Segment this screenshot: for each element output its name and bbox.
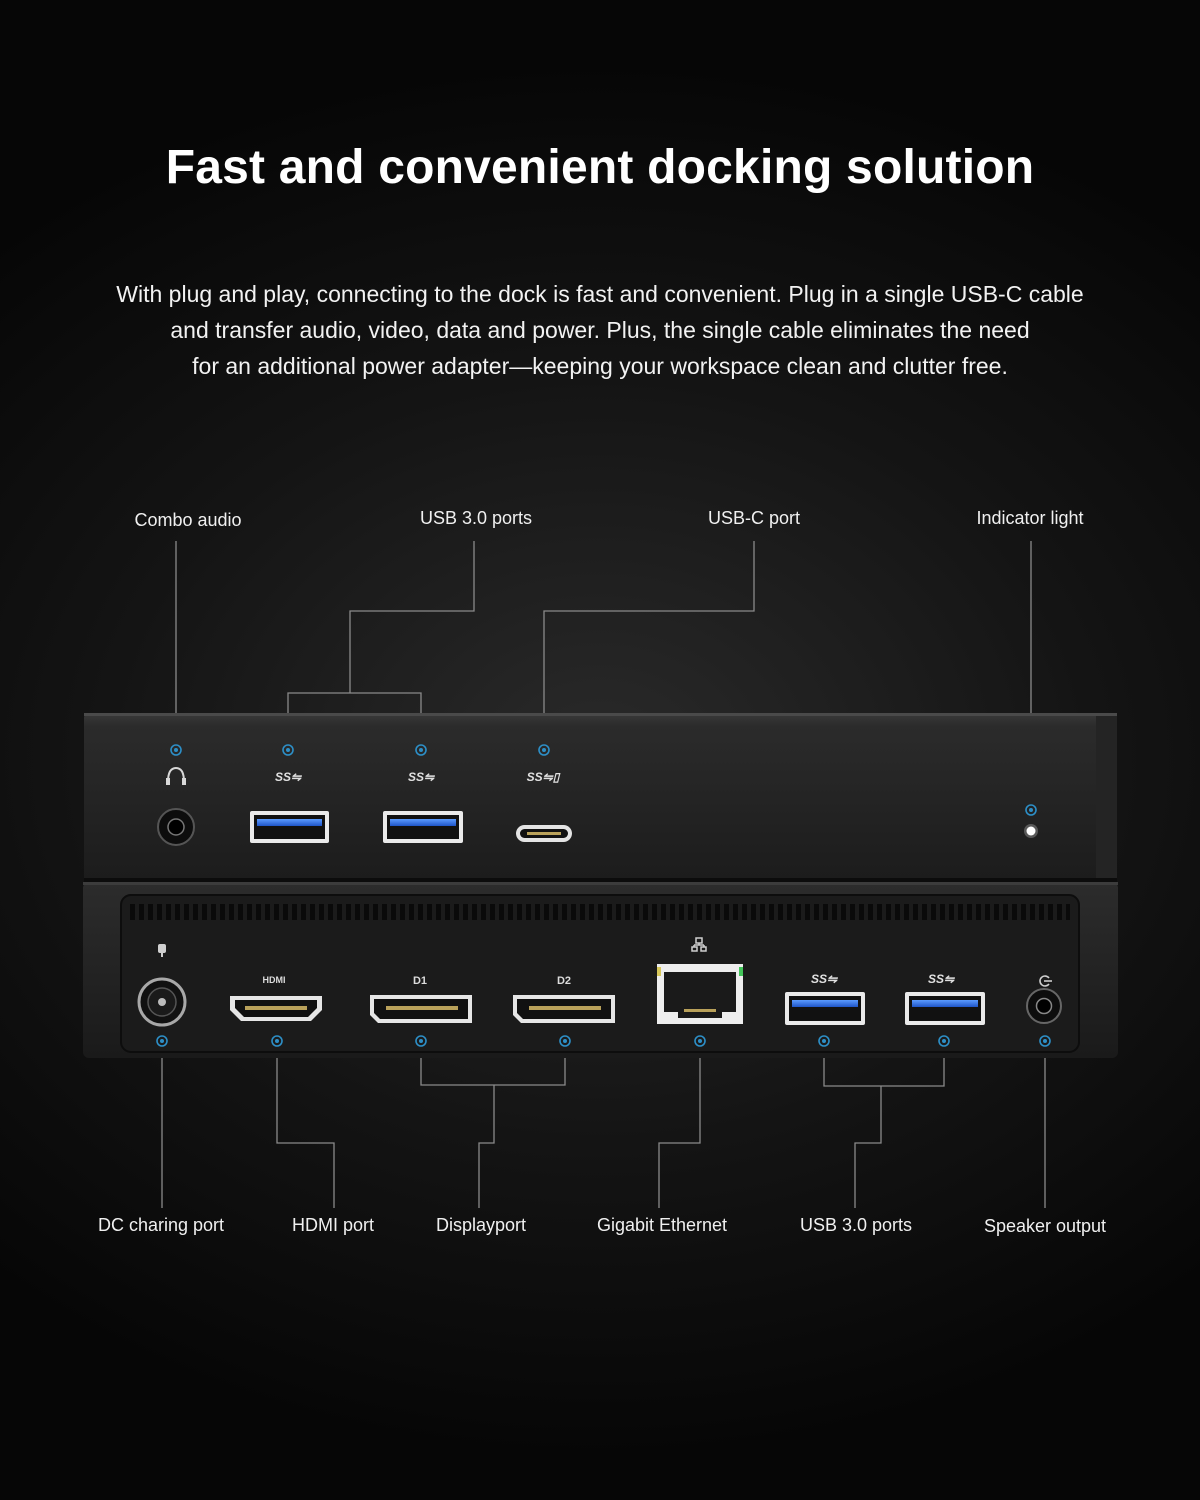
label-speaker-output: Speaker output	[983, 1216, 1107, 1236]
callout-dot-centers	[160, 748, 1047, 1043]
description-line-3: for an additional power adapter—keeping …	[192, 353, 1008, 379]
ethernet-port[interactable]	[657, 964, 743, 1024]
label-combo-audio: Combo audio	[134, 510, 242, 530]
dc-charging-port[interactable]	[137, 977, 187, 1027]
network-icon	[691, 937, 707, 952]
usb3-port-front-2[interactable]	[383, 811, 463, 843]
ss-usb-icon: SS⇋	[811, 972, 839, 986]
displayport-1[interactable]	[370, 995, 472, 1023]
usb-c-port[interactable]	[516, 825, 572, 842]
ss-usb-icon: SS⇋	[275, 770, 303, 784]
displayport-2[interactable]	[513, 995, 615, 1023]
headphone-icon	[166, 766, 186, 785]
label-indicator-light: Indicator light	[976, 508, 1084, 528]
dock-rear-panel	[83, 882, 1118, 1058]
ss-usb-icon: SS⇋	[928, 972, 956, 986]
audio-out-icon	[1039, 975, 1052, 987]
speaker-output-jack[interactable]	[1026, 988, 1062, 1024]
dock-front-panel	[84, 713, 1117, 882]
label-gigabit-ethernet: Gigabit Ethernet	[596, 1215, 728, 1235]
power-plug-icon	[158, 944, 166, 957]
usb3-port-rear-2[interactable]	[905, 992, 985, 1025]
label-displayport: Displayport	[435, 1215, 527, 1235]
description: With plug and play, connecting to the do…	[80, 276, 1120, 384]
bottom-leader-lines	[161, 1048, 1046, 1208]
ss-usb-c-icon: SS⇋▯	[527, 770, 561, 784]
callout-dots	[156, 744, 1051, 1047]
combo-audio-jack[interactable]	[157, 808, 195, 846]
label-dc-port: DC charing port	[97, 1215, 225, 1235]
hdmi-marking: HDMI	[263, 975, 286, 985]
label-usb3-top: USB 3.0 ports	[419, 508, 533, 528]
page-title: Fast and convenient docking solution	[165, 141, 1035, 194]
description-line-1: With plug and play, connecting to the do…	[116, 281, 1084, 307]
ss-usb-icon: SS⇋	[408, 770, 436, 784]
usb3-port-front-1[interactable]	[250, 811, 329, 843]
label-usb3-bottom: USB 3.0 ports	[799, 1215, 913, 1235]
label-hdmi-port: HDMI port	[291, 1215, 375, 1235]
hdmi-port[interactable]	[230, 996, 322, 1021]
description-line-2: and transfer audio, video, data and powe…	[170, 317, 1030, 343]
dp1-marking: D1	[413, 975, 427, 987]
dp2-marking: D2	[557, 975, 571, 987]
usb3-port-rear-1[interactable]	[785, 992, 865, 1025]
label-usbc: USB-C port	[707, 508, 801, 528]
indicator-light	[1024, 824, 1038, 838]
